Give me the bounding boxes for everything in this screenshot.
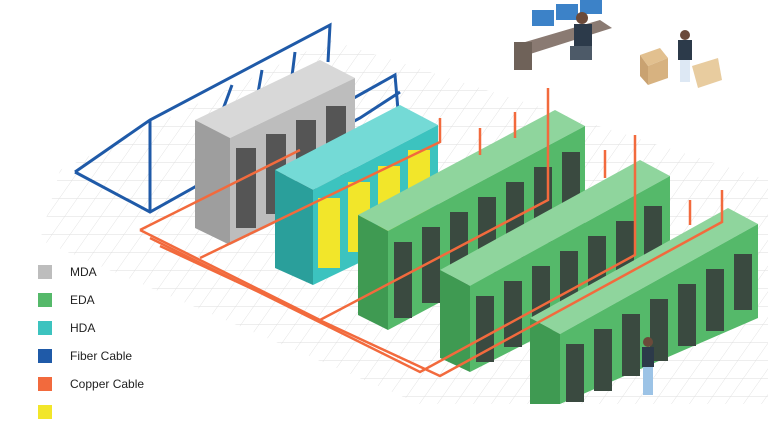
worker-with-boxes: [640, 30, 722, 88]
green-square-icon: [38, 293, 52, 307]
data-center-diagram: [40, 0, 768, 404]
gray-square-icon: [38, 265, 52, 279]
yellow-square-icon: [38, 405, 52, 419]
technician-figure: [642, 337, 654, 395]
legend-item-patch: [38, 398, 238, 426]
legend-label: Fiber Cable: [70, 349, 133, 363]
orange-square-icon: [38, 377, 52, 391]
legend-label: HDA: [70, 321, 96, 335]
legend-item-copper: Copper Cable: [38, 370, 238, 398]
legend-label: Copper Cable: [70, 377, 145, 391]
eda-rack-row-3: [530, 208, 758, 404]
teal-square-icon: [38, 321, 52, 335]
copper-cable-paths: [139, 88, 724, 378]
eda-rack-row-2: [440, 160, 670, 372]
legend-label: MDA: [70, 265, 97, 279]
blue-square-icon: [38, 349, 52, 363]
control-desk-operator: [514, 0, 612, 70]
legend-item-hda: HDA: [38, 314, 238, 342]
legend-item-eda: EDA: [38, 286, 238, 314]
legend-item-fiber: Fiber Cable: [38, 342, 238, 370]
legend-label: EDA: [70, 293, 95, 307]
legend-item-mda: MDA: [38, 258, 238, 286]
